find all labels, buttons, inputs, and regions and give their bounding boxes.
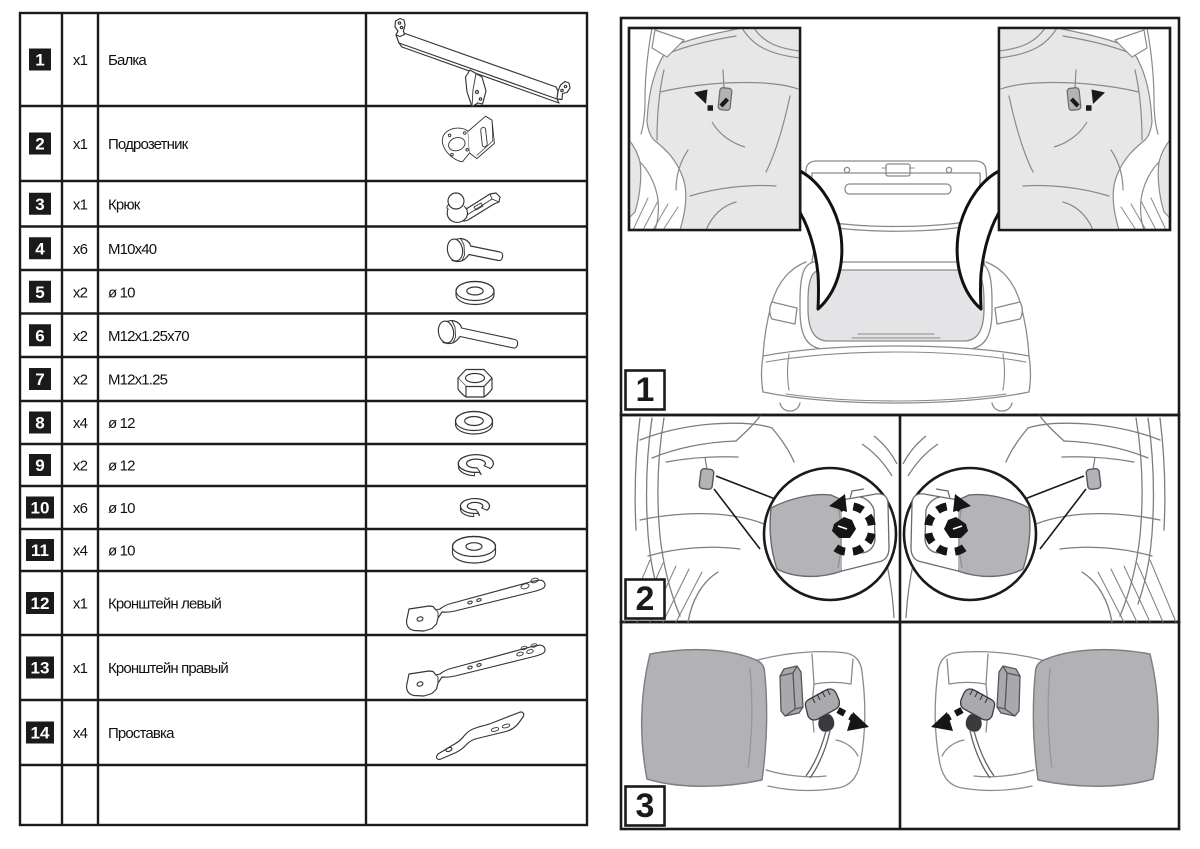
svg-text:1: 1 — [636, 371, 655, 409]
svg-text:2: 2 — [636, 580, 655, 618]
svg-text:14: 14 — [31, 724, 50, 743]
svg-text:x1: x1 — [73, 196, 88, 213]
svg-text:Крюк: Крюк — [108, 196, 141, 213]
svg-text:13: 13 — [31, 659, 50, 678]
svg-text:2: 2 — [35, 135, 44, 154]
svg-text:5: 5 — [35, 283, 44, 302]
svg-text:x2: x2 — [73, 372, 88, 389]
svg-text:8: 8 — [35, 414, 44, 433]
svg-text:Кронштейн левый: Кронштейн левый — [108, 596, 222, 613]
svg-text:x1: x1 — [73, 596, 88, 613]
svg-text:Балка: Балка — [108, 52, 147, 69]
svg-text:ø 10: ø 10 — [108, 500, 135, 517]
svg-text:x4: x4 — [73, 543, 88, 560]
svg-text:ø 10: ø 10 — [108, 284, 135, 301]
svg-text:x4: x4 — [73, 725, 88, 742]
svg-text:10: 10 — [31, 499, 50, 518]
svg-text:Проставка: Проставка — [108, 725, 175, 742]
svg-text:x2: x2 — [73, 458, 88, 475]
svg-text:12: 12 — [31, 594, 50, 613]
svg-text:M10x40: M10x40 — [108, 241, 157, 258]
svg-text:x6: x6 — [73, 241, 88, 258]
svg-text:3: 3 — [35, 195, 44, 214]
svg-text:x6: x6 — [73, 500, 88, 517]
svg-text:3: 3 — [636, 787, 655, 825]
svg-text:11: 11 — [31, 541, 49, 560]
svg-text:M12x1.25x70: M12x1.25x70 — [108, 328, 189, 345]
svg-text:ø 12: ø 12 — [108, 458, 135, 475]
svg-text:1: 1 — [35, 51, 44, 70]
svg-text:x1: x1 — [73, 136, 88, 153]
svg-text:7: 7 — [35, 370, 44, 389]
svg-text:x1: x1 — [73, 52, 88, 69]
svg-text:6: 6 — [35, 326, 44, 345]
svg-text:Подрозетник: Подрозетник — [108, 136, 189, 153]
svg-text:M12x1.25: M12x1.25 — [108, 372, 168, 389]
svg-text:9: 9 — [35, 456, 44, 475]
svg-text:4: 4 — [35, 239, 45, 258]
svg-text:x4: x4 — [73, 415, 88, 432]
svg-text:x1: x1 — [73, 660, 88, 677]
svg-text:x2: x2 — [73, 284, 88, 301]
svg-text:ø 10: ø 10 — [108, 543, 135, 560]
svg-text:ø 12: ø 12 — [108, 415, 135, 432]
svg-text:Кронштейн правый: Кронштейн правый — [108, 660, 228, 677]
svg-text:x2: x2 — [73, 328, 88, 345]
